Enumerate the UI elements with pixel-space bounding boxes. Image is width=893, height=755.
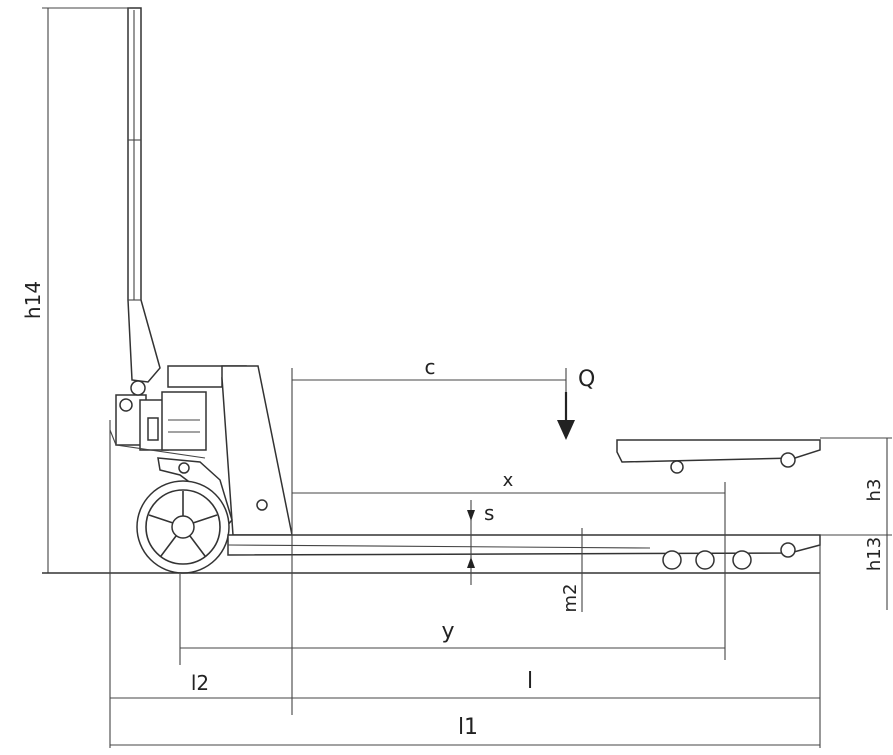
dimension-x: x: [292, 470, 726, 660]
dimension-h14: h14: [21, 7, 130, 573]
label-l1: l1: [458, 715, 478, 740]
label-m2: m2: [560, 584, 581, 613]
fork-raised: [616, 439, 821, 474]
load-q-arrow: Q: [557, 367, 595, 440]
dimension-h3: h3: [820, 437, 892, 535]
dimension-h13: h13: [820, 534, 892, 610]
label-y: y: [441, 619, 454, 644]
hydraulic-pump: [109, 380, 207, 459]
label-l: l: [527, 669, 533, 694]
tiller-handle: [127, 7, 161, 383]
label-x: x: [503, 470, 514, 491]
dimension-l1: l1: [110, 715, 820, 746]
fork-lowered: [227, 534, 821, 570]
dimension-m2: m2: [560, 528, 583, 613]
steer-wheel: [136, 480, 230, 574]
label-s: s: [484, 501, 494, 525]
label-l2: l2: [191, 671, 209, 695]
label-Q: Q: [578, 367, 595, 392]
label-h13: h13: [864, 537, 885, 571]
dimension-l2: l2: [110, 671, 292, 699]
dimension-l: l: [292, 669, 820, 699]
pallet-truck: [109, 7, 821, 574]
label-h14: h14: [21, 281, 45, 319]
dimension-y: y: [179, 574, 725, 665]
label-h3: h3: [864, 479, 885, 502]
dimension-c: c: [291, 355, 567, 715]
dimension-s: s: [467, 500, 494, 585]
label-c: c: [425, 355, 436, 379]
